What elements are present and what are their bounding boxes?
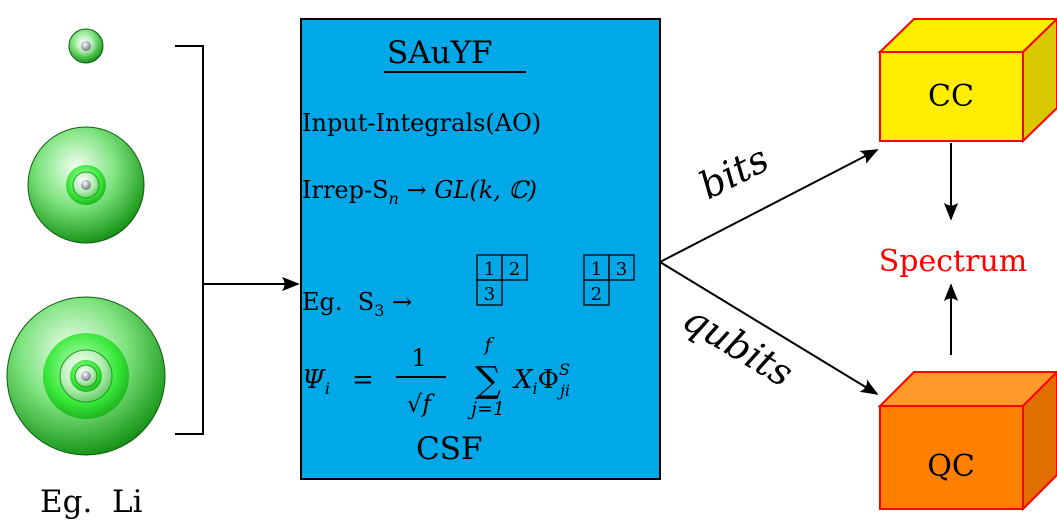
tableau-2-cell-3: 2 [591,284,602,305]
qubits-arrow [659,261,879,395]
bits-arrow [659,149,879,263]
qc-label: QC [927,449,975,484]
sauyf-title: SAuYF [387,35,493,71]
formula-equals: = [352,365,374,395]
cc-label: CC [928,79,974,114]
input-integrals-line: Input-Integrals(AO) [302,109,541,137]
atom-shell-2-icon [27,126,145,244]
formula-denominator: √f [407,390,435,418]
tableau-1-cell-3: 3 [484,284,495,305]
bits-label: bits [692,136,775,208]
sum-upper-limit: f [482,334,494,356]
spectrum-label: Spectrum [879,244,1027,279]
tableau-1-cell-1: 1 [484,259,495,280]
sum-symbol: ∑ [475,360,501,401]
formula-numerator: 1 [411,344,426,372]
atom-shell-1-icon [68,28,104,64]
tableau-1-cell-2: 2 [509,259,520,280]
csf-label: CSF [416,431,482,467]
young-tableau-2: 1 3 2 [583,254,635,306]
qc-cube: QC [877,370,1057,512]
cc-cube: CC [877,17,1057,144]
atom-shell-3-icon [6,296,166,456]
irrep-line: Irrep-Sn → GL(k, ℂ) [302,176,537,208]
sum-lower-limit: j=1 [467,398,505,420]
atom-example-label: Eg. Li [40,484,143,520]
sauyf-box [300,18,661,480]
example-line: Eg. S3 → [302,288,412,320]
qubits-label: qubits [675,296,801,396]
bracket-connector [175,45,298,435]
young-tableau-1: 1 2 3 [476,254,528,306]
tableau-2-cell-2: 3 [616,259,627,280]
formula-lhs: Ψi [302,365,330,398]
tableau-2-cell-1: 1 [591,259,602,280]
